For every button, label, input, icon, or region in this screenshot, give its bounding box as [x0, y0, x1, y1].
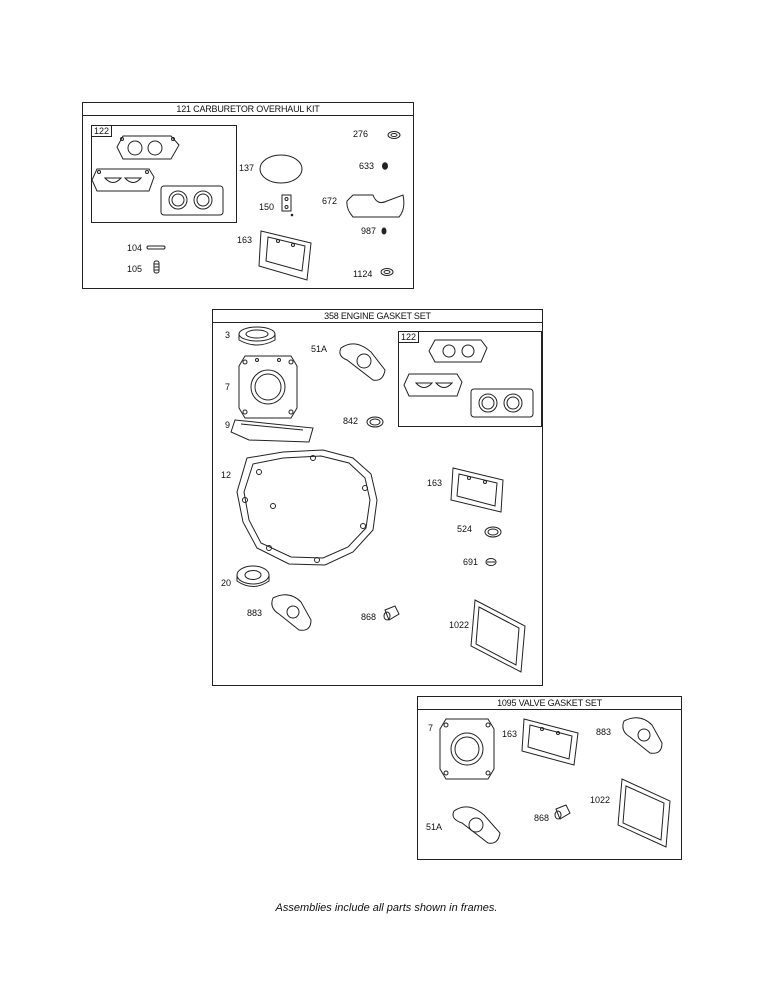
carb-label-276: 276 [353, 129, 369, 139]
valve-label-868: 868 [534, 813, 550, 823]
carb-label-150: 150 [259, 202, 275, 212]
engine-part-842-o-ring [367, 417, 383, 427]
carb-label-1124: 1124 [353, 269, 373, 279]
carb-subassembly-122-tag: 122 [92, 126, 113, 137]
valve-label-1022: 1022 [590, 795, 611, 805]
engine-subassembly-122-tag: 122 [399, 332, 420, 343]
carburetor-overhaul-kit-frame: 121 CARBURETOR OVERHAUL KIT 122 [82, 102, 414, 289]
engine-kit-title: 358 ENGINE GASKET SET [213, 310, 542, 323]
carb-part-987-plug [382, 228, 386, 234]
valve-part-883-gasket [623, 718, 662, 753]
valve-part-1022-cover-gasket [618, 779, 670, 847]
engine-sub-gasket-b [404, 374, 462, 396]
engine-label-883: 883 [247, 608, 263, 618]
valve-part-868-seal [555, 805, 570, 819]
engine-label-12: 12 [221, 470, 232, 480]
engine-part-883-gasket [272, 595, 311, 630]
engine-part-691-seal [486, 559, 496, 566]
engine-part-1022-cover-gasket [471, 600, 525, 672]
valve-label-163: 163 [502, 729, 518, 739]
carb-label-633: 633 [359, 161, 375, 171]
carb-part-672-gasket [347, 195, 404, 217]
valve-gasket-set-frame: 1095 VALVE GASKET SET [417, 696, 682, 860]
engine-gasket-set-frame: 358 ENGINE GASKET SET 122 [212, 309, 543, 686]
engine-label-20: 20 [221, 578, 232, 588]
engine-sub-gasket-a [429, 340, 487, 362]
engine-part-9-gasket [231, 420, 313, 442]
engine-label-842: 842 [343, 416, 359, 426]
engine-parts-drawing [213, 310, 544, 687]
carb-label-105: 105 [127, 264, 143, 274]
engine-label-7: 7 [225, 382, 231, 392]
valve-part-51a-gasket [453, 807, 500, 843]
valve-part-163-gasket [522, 719, 578, 765]
carb-gasket-a [117, 136, 179, 159]
engine-part-524-washer [485, 527, 501, 537]
carb-part-633-plug [383, 163, 388, 169]
valve-label-51a: 51A [426, 822, 443, 832]
carb-label-672: 672 [322, 196, 338, 206]
engine-part-7-head-gasket [239, 356, 297, 418]
carb-gasket-b [92, 169, 154, 191]
carb-subassembly-122-frame: 122 [91, 125, 237, 223]
engine-part-12-crankcase-gasket [237, 450, 377, 565]
valve-label-883: 883 [596, 727, 612, 737]
engine-part-868-seal [384, 606, 399, 620]
engine-label-51a: 51A [311, 344, 328, 354]
engine-label-163: 163 [427, 478, 443, 488]
carb-parts-drawing [83, 103, 415, 290]
engine-label-524: 524 [457, 524, 473, 534]
valve-parts-drawing [418, 697, 683, 861]
engine-label-691: 691 [463, 557, 479, 567]
engine-label-3: 3 [225, 330, 231, 340]
carb-label-987: 987 [361, 226, 377, 236]
engine-part-20-oil-seal [237, 566, 269, 587]
engine-part-163-gasket [451, 468, 503, 512]
assemblies-footnote: Assemblies include all parts shown in fr… [275, 902, 498, 914]
carb-label-137: 137 [239, 163, 255, 173]
carb-label-163: 163 [237, 235, 253, 245]
engine-part-51a-gasket [340, 344, 385, 380]
carb-part-137-o-ring [260, 155, 302, 183]
carb-part-276-washer [388, 132, 400, 139]
engine-subassembly-122-frame: 122 [398, 331, 542, 427]
carburetor-kit-title: 121 CARBURETOR OVERHAUL KIT [83, 103, 413, 116]
valve-label-7: 7 [428, 723, 434, 733]
carb-part-1124-washer [381, 269, 393, 276]
engine-label-9: 9 [225, 420, 231, 430]
engine-part-3-oil-seal [239, 327, 275, 345]
carb-part-150-retainer [282, 195, 293, 216]
carb-label-104: 104 [127, 243, 143, 253]
carb-part-163-gasket [259, 231, 311, 280]
valve-part-7-head-gasket [440, 719, 494, 779]
carb-part-105-screw [154, 261, 159, 273]
engine-sub-gasket-c [471, 389, 533, 417]
engine-label-868: 868 [361, 612, 377, 622]
carb-gasket-c [161, 186, 223, 215]
carb-part-104-pin [147, 246, 165, 249]
valve-kit-title: 1095 VALVE GASKET SET [418, 697, 681, 710]
engine-label-1022: 1022 [449, 620, 470, 630]
